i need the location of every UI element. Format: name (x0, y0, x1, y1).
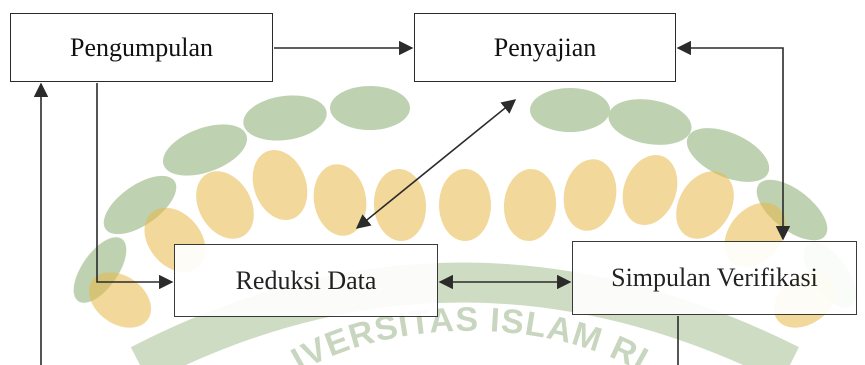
simpulan-verifikasi-label: Simpulan Verifikasi (611, 263, 818, 292)
pengumpulan-box: Pengumpulan (10, 13, 273, 82)
penyajian-label: Penyajian (493, 32, 597, 62)
reduksi-data-box: Reduksi Data (174, 244, 438, 317)
penyajian-box: Penyajian (414, 13, 676, 82)
simpulan-verifikasi-box: Simpulan Verifikasi (572, 241, 857, 315)
reduksi-data-label: Reduksi Data (235, 265, 377, 295)
pengumpulan-label: Pengumpulan (70, 32, 213, 62)
